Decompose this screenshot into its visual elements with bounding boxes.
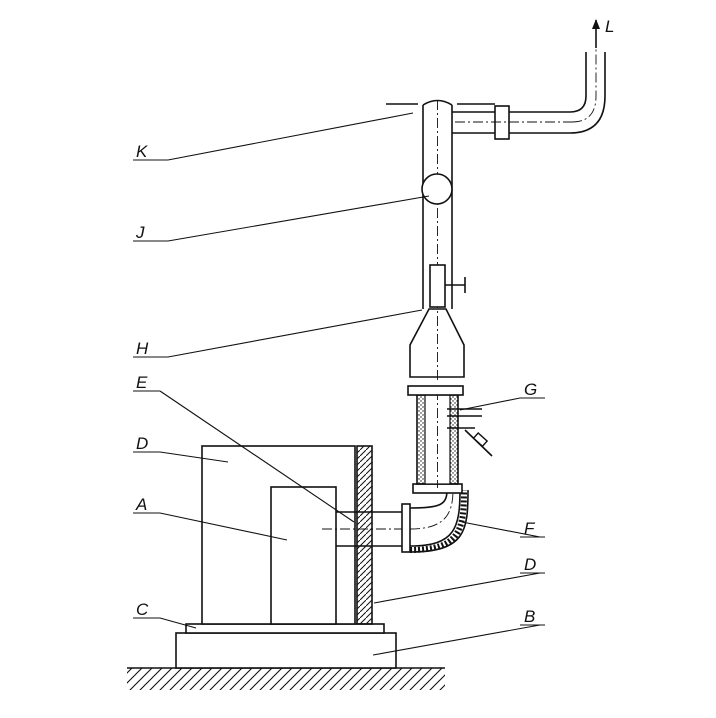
label-a: A (135, 495, 147, 514)
transition-cone-h (409, 308, 465, 378)
valve (429, 264, 466, 308)
heater-a (270, 486, 337, 625)
riser-tube (422, 99, 453, 380)
elbow-flange (401, 503, 411, 553)
label-e: E (136, 373, 148, 392)
sphere-j (421, 173, 453, 205)
label-l: L (605, 17, 614, 36)
label-d-lower: D (524, 555, 536, 574)
wall-d (356, 445, 373, 625)
label-d-upper: D (136, 434, 148, 453)
upper-flange (407, 385, 464, 396)
elbow-f (409, 489, 469, 553)
probe-lines (447, 408, 493, 457)
label-j: J (135, 223, 145, 242)
label-b: B (524, 607, 535, 626)
ground (127, 667, 445, 690)
label-f: F (524, 519, 536, 538)
label-h: H (136, 339, 149, 358)
filter-section-g (416, 390, 459, 488)
outlet-tube-e (322, 511, 405, 547)
label-k: K (136, 142, 148, 161)
label-g: G (524, 380, 537, 399)
plate-c (185, 623, 385, 634)
base-b (175, 632, 397, 669)
outlet-pipe-l (452, 19, 606, 140)
leader-lines (133, 112, 545, 656)
label-c: C (136, 600, 149, 619)
